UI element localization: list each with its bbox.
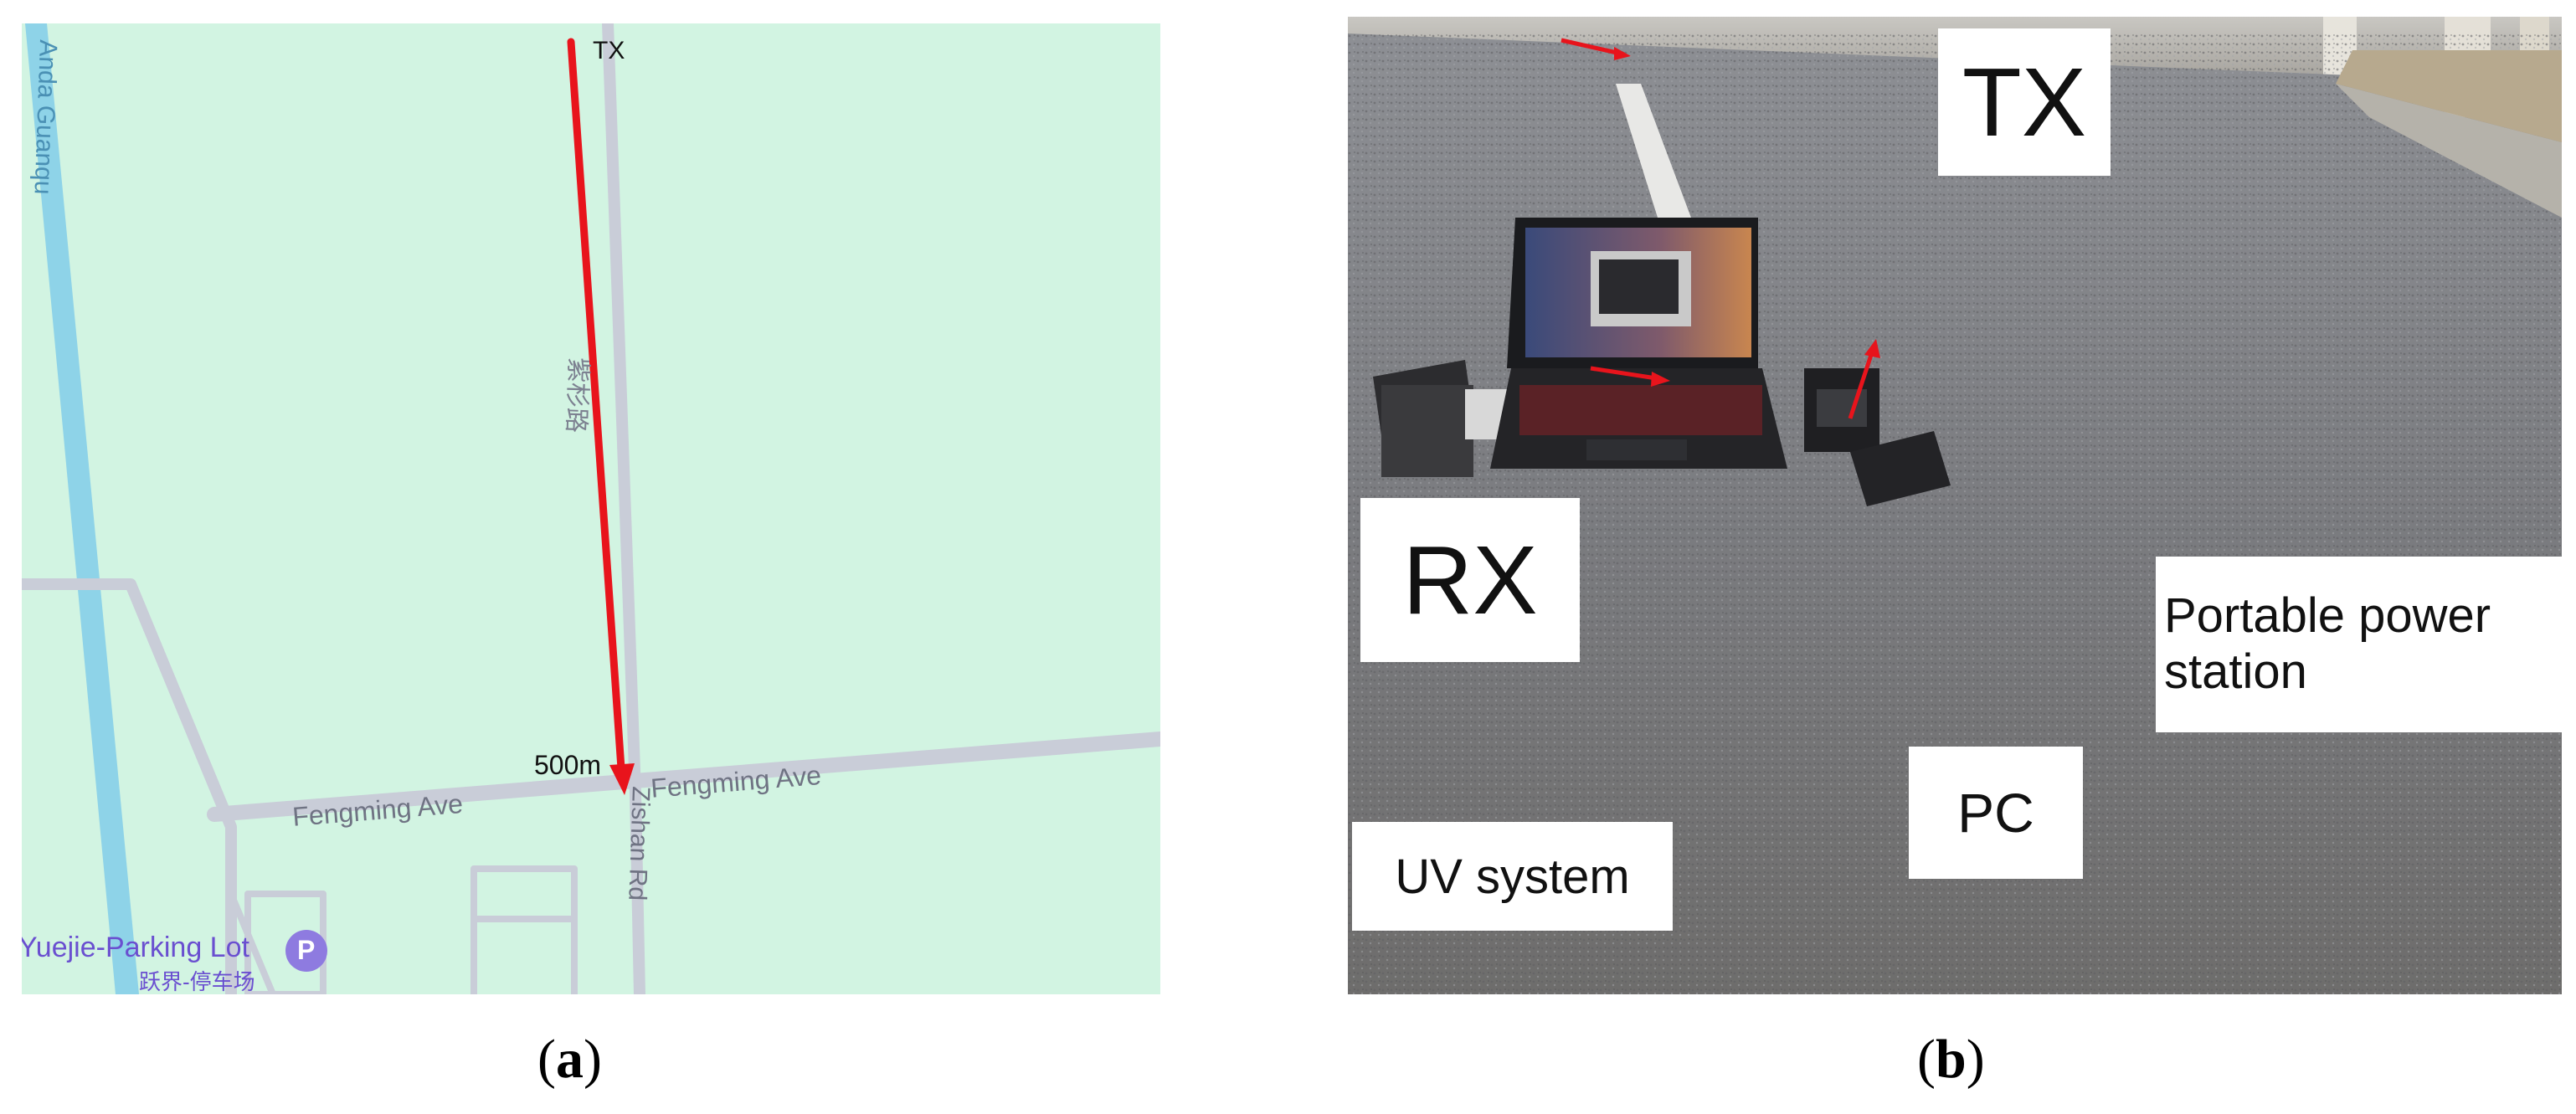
river — [25, 23, 139, 994]
road-small-buildings — [470, 865, 578, 994]
laptop-touchpad — [1586, 439, 1687, 460]
screen-window-inner — [1599, 259, 1679, 314]
power-station-label-line2: station — [2164, 644, 2307, 699]
laptop-keyboard — [1519, 385, 1762, 435]
rx-label: RX — [1360, 498, 1580, 662]
parking-pin-letter: P — [297, 935, 316, 965]
river-name-label: Anda Guanqu — [28, 39, 62, 196]
pc-pointer-head — [1651, 372, 1670, 387]
tx-pointer-line — [1561, 38, 1625, 57]
tx-label-photo: TX — [1938, 28, 2111, 176]
parking-pin-icon — [285, 930, 327, 972]
photo-panel: TX RX Portable power station PC UV syste… — [1348, 17, 2562, 994]
distance-label: 500m — [534, 750, 602, 780]
caption-b-open: ( — [1917, 1029, 1936, 1090]
caption-a-open: ( — [537, 1029, 556, 1090]
poi-name-label: Yuejie-Parking Lot — [22, 932, 249, 963]
power-pointer-line — [1848, 347, 1876, 419]
power-station-label-line1: Portable power — [2164, 588, 2491, 644]
zishan-rd-label: Zishan Rd — [623, 785, 655, 901]
road-west-horizontal — [22, 578, 237, 994]
power-station-label: Portable power station — [2156, 557, 2562, 732]
map-panel: TX Anda Guanqu 紫杉路 500m Fengming Ave Fen… — [22, 23, 1160, 994]
pc-label: PC — [1909, 747, 2083, 879]
caption-a-close: ) — [583, 1029, 602, 1090]
caption-a: (a) — [537, 1028, 602, 1091]
uv-system-box — [1381, 385, 1473, 477]
road-fengming-ave — [207, 732, 1160, 822]
road-zishan-rd — [602, 23, 645, 994]
roadside-grass — [2336, 50, 2562, 142]
tx-pointer-head — [1614, 47, 1631, 60]
caption-b-letter: b — [1935, 1029, 1967, 1090]
tx-label-map: TX — [593, 37, 625, 64]
power-pointer-head — [1864, 339, 1880, 358]
poi-name-cn-label: 跃界-停车场 — [139, 969, 255, 994]
pc-pointer-line — [1590, 366, 1663, 382]
charger — [1850, 431, 1951, 506]
caption-b-close: ) — [1966, 1029, 1985, 1090]
path-arrow-line — [567, 38, 625, 773]
arrow-head-icon — [609, 763, 635, 795]
caption-b: (b) — [1917, 1028, 1985, 1091]
map-graphics — [22, 23, 1160, 994]
caption-a-letter: a — [555, 1029, 584, 1090]
uv-system-label: UV system — [1352, 822, 1673, 931]
road-small-west — [228, 891, 276, 994]
curb — [2336, 84, 2562, 218]
road-cn-label: 紫杉路 — [561, 357, 593, 434]
